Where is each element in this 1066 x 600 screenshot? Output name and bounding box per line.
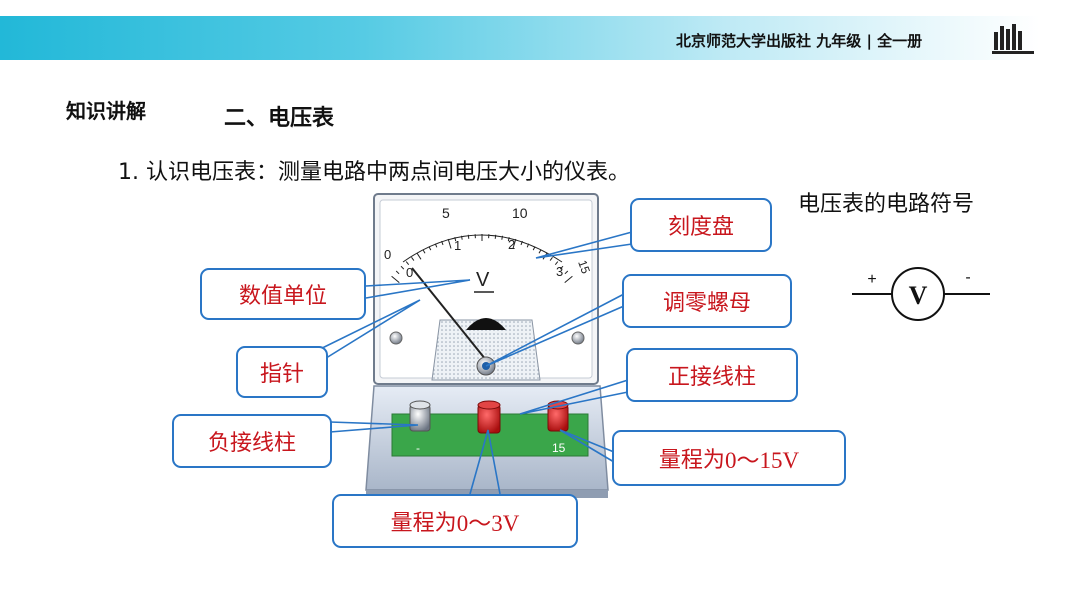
- scale-tick: [526, 243, 530, 248]
- scale-tick: [422, 249, 426, 254]
- publisher-info: 北京师范大学出版社 九年级 | 全一册: [676, 32, 923, 50]
- leader-lines: [305, 231, 633, 495]
- scale-tick: [395, 270, 400, 275]
- callout-pointer: 指针: [236, 346, 328, 398]
- unit-symbol: V: [476, 269, 490, 291]
- scale-tick: [564, 270, 569, 275]
- face-screw-right: [571, 331, 585, 345]
- terminal-15-label: 15: [552, 441, 566, 455]
- scale-top-label: 10: [512, 205, 528, 221]
- voltmeter-symbol: V + -: [852, 267, 990, 321]
- scale-tick: [559, 265, 564, 270]
- callout-dial: 刻度盘: [630, 198, 772, 252]
- section-title: 二、电压表: [224, 106, 335, 131]
- symbol-letter: V: [909, 281, 928, 310]
- scale-tick: [507, 237, 510, 242]
- scale-tick: [454, 237, 457, 242]
- callout-zero-adjust: 调零螺母: [622, 274, 792, 328]
- scale-tick: [416, 253, 422, 260]
- mechanism-window: [431, 318, 541, 381]
- scale-tick: [411, 257, 415, 261]
- negative-terminal: [409, 400, 431, 432]
- scale-top-end: 15: [575, 258, 593, 276]
- scale-tick: [441, 240, 444, 246]
- section-tag: 知识讲解: [66, 99, 146, 123]
- scale-tick: [554, 261, 559, 266]
- scale-tick: [520, 240, 523, 246]
- symbol-minus: -: [965, 269, 970, 286]
- scale-bottom-label: 0: [406, 265, 413, 280]
- callout-negative-terminal: 负接线柱: [172, 414, 332, 468]
- scale-tick: [400, 265, 405, 270]
- header-banner: [0, 16, 1040, 60]
- callout-positive-terminal: 正接线柱: [626, 348, 798, 402]
- scale-tick: [391, 275, 400, 283]
- scale-tick: [532, 246, 536, 251]
- scale-tick: [512, 238, 517, 249]
- symbol-caption: 电压表的电路符号: [798, 192, 975, 217]
- scale-bottom-label: 3: [556, 264, 563, 279]
- scale-bottom-label: 1: [454, 238, 461, 253]
- scale-top-zero: 0: [384, 247, 391, 262]
- scale-tick: [405, 261, 410, 266]
- face-screw-left: [389, 331, 403, 345]
- scale-tick: [538, 249, 542, 254]
- scale-tick: [501, 235, 503, 240]
- terminal-neg-label: -: [416, 441, 420, 455]
- scale-tick: [447, 238, 452, 249]
- scale-tick: [461, 235, 463, 240]
- scale-top-label: 5: [442, 205, 450, 221]
- scale-bottom-label: 2: [508, 237, 515, 252]
- symbol-plus: +: [867, 271, 876, 288]
- knowledge-point: 1. 认识电压表：测量电路中两点间电压大小的仪表。: [118, 160, 630, 185]
- positive-terminal-3v: [477, 400, 501, 434]
- scale-tick: [467, 234, 470, 239]
- scale-tick: [428, 246, 432, 251]
- scale-tick: [549, 257, 553, 261]
- callout-unit: 数值单位: [200, 268, 366, 320]
- dial-scale: [391, 234, 573, 283]
- scale-tick: [434, 243, 438, 248]
- scale-tick: [564, 275, 573, 283]
- scale-tick: [494, 234, 497, 239]
- publisher-logo-icon: [992, 24, 1034, 54]
